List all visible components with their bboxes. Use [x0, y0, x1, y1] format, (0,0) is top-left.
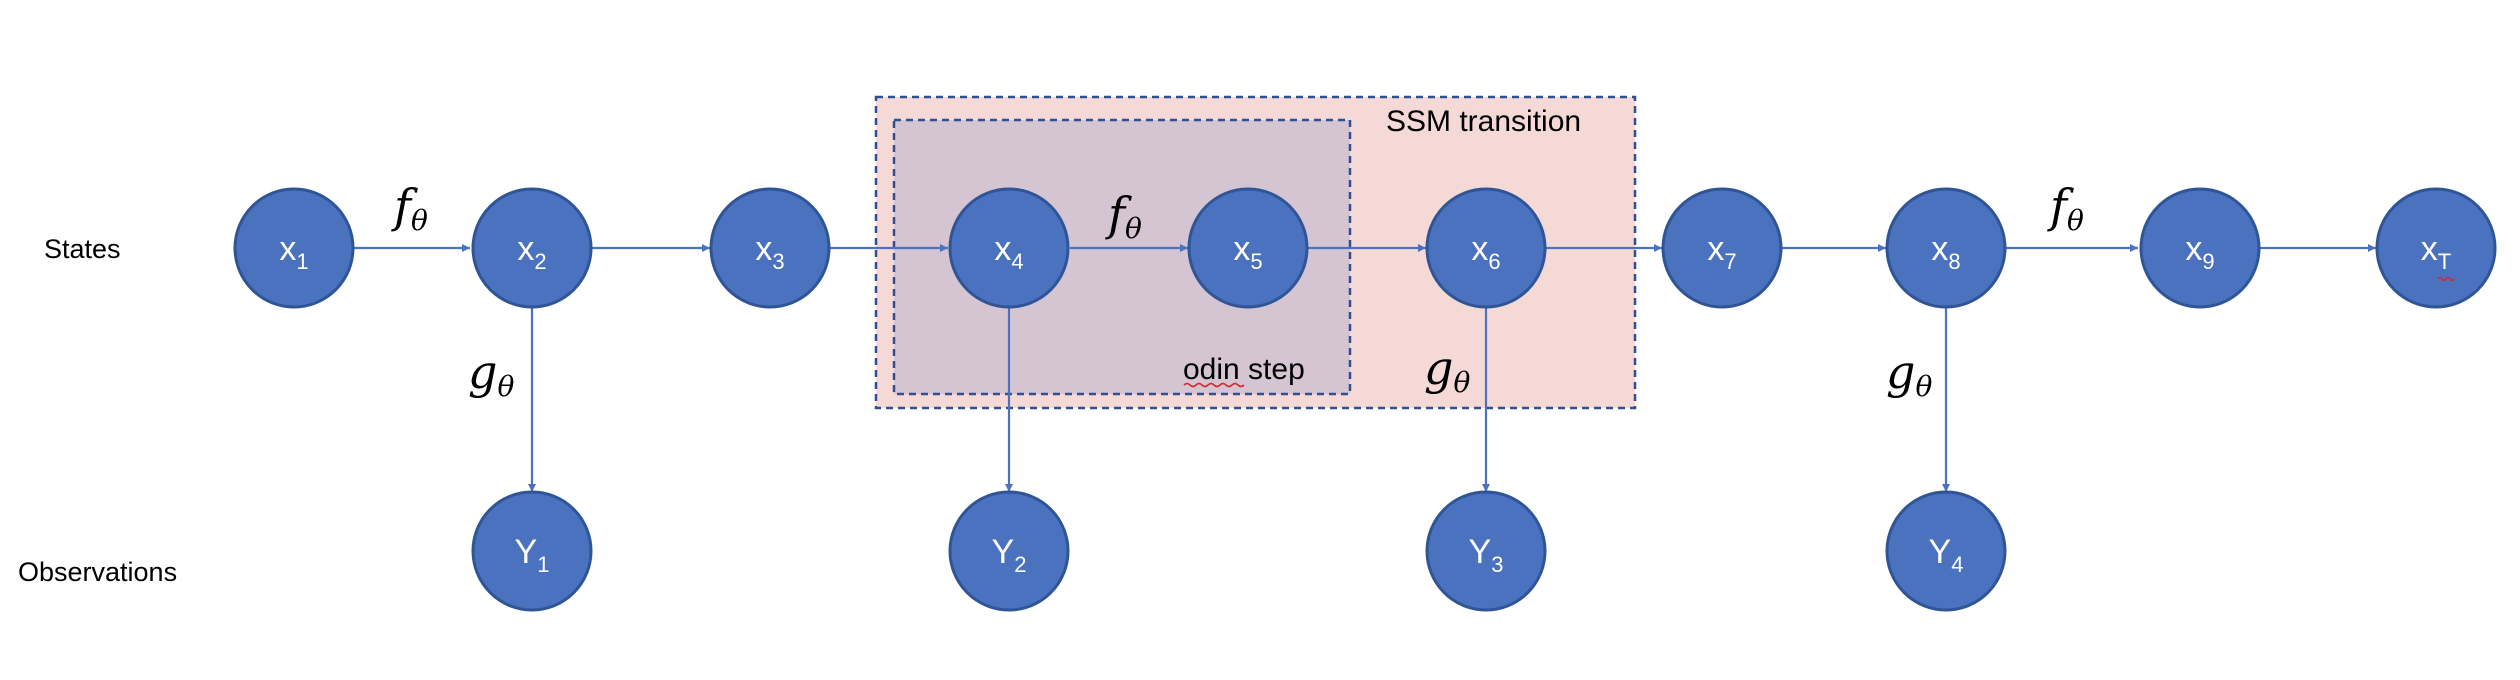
odin-step-label: odin step: [1183, 353, 1305, 386]
state-node-sub: 1: [296, 249, 308, 274]
state-node-x6: x6: [1425, 187, 1547, 309]
state-node-name: x: [1233, 230, 1250, 268]
observation-node-sub: 3: [1491, 552, 1503, 577]
svg-text:x9: x9: [2185, 230, 2214, 274]
state-node-x8: x8: [1885, 187, 2007, 309]
svg-text:x4: x4: [994, 230, 1023, 274]
g-theta-label-1: gθ: [468, 345, 514, 403]
spellcheck-underline: [2437, 276, 2455, 282]
state-node-x9: x9: [2139, 187, 2261, 309]
state-node-name: x: [1471, 230, 1488, 268]
state-node-name: x: [755, 230, 772, 268]
observation-node-sub: 2: [1014, 552, 1026, 577]
state-node-x4: x4: [948, 187, 1070, 309]
observation-node-sub: 1: [537, 552, 549, 577]
state-node-x7: x7: [1661, 187, 1783, 309]
state-node-x1: x1: [233, 187, 355, 309]
svg-text:x3: x3: [755, 230, 784, 274]
state-node-x3: x3: [709, 187, 831, 309]
state-node-sub: 8: [1948, 249, 1960, 274]
svg-text:Y4: Y4: [1929, 533, 1964, 577]
state-node-name: x: [1707, 230, 1724, 268]
observation-node-name: Y: [1929, 533, 1952, 571]
state-node-name: x: [2185, 230, 2202, 268]
svg-text:x2: x2: [517, 230, 546, 274]
g-theta-label-3: gθ: [1886, 345, 1932, 403]
observation-node-sub: 4: [1951, 552, 1963, 577]
svg-text:Y1: Y1: [515, 533, 550, 577]
svg-text:x7: x7: [1707, 230, 1736, 274]
observation-node-y3: Y3: [1425, 490, 1547, 612]
svg-text:xT: xT: [2421, 230, 2451, 274]
state-node-name: x: [1931, 230, 1948, 268]
state-node-sub: 7: [1724, 249, 1736, 274]
state-node-sub: 4: [1011, 249, 1023, 274]
state-node-sub: T: [2438, 249, 2451, 274]
state-node-sub: 3: [772, 249, 784, 274]
svg-text:x5: x5: [1233, 230, 1262, 274]
observation-node-y2: Y2: [948, 490, 1070, 612]
g-theta-label-2: gθ: [1424, 341, 1470, 399]
observation-node-name: Y: [992, 533, 1015, 571]
svg-text:Y2: Y2: [992, 533, 1027, 577]
state-node-name: x: [517, 230, 534, 268]
observation-node-y4: Y4: [1885, 490, 2007, 612]
f-theta-label-1: fθ: [391, 179, 428, 237]
observations-row-label: Observations: [18, 557, 177, 587]
state-node-name: x: [279, 230, 296, 268]
svg-text:x6: x6: [1471, 230, 1500, 274]
state-node-name: x: [2421, 230, 2438, 268]
state-node-name: x: [994, 230, 1011, 268]
svg-text:Y3: Y3: [1469, 533, 1504, 577]
ssm-transition-label: SSM transition: [1386, 105, 1581, 138]
svg-text:x8: x8: [1931, 230, 1960, 274]
emission-edges: [528, 307, 1950, 492]
spellcheck-underline-odin: [1183, 382, 1245, 388]
f-theta-label-3: fθ: [2047, 179, 2084, 237]
state-node-sub: 6: [1488, 249, 1500, 274]
state-node-sub: 9: [2202, 249, 2214, 274]
observation-node-name: Y: [515, 533, 538, 571]
observation-node-y1: Y1: [471, 490, 593, 612]
observation-node-name: Y: [1469, 533, 1492, 571]
svg-text:x1: x1: [279, 230, 308, 274]
state-node-x2: x2: [471, 187, 593, 309]
state-node-xT: xT: [2375, 187, 2497, 309]
state-node-sub: 2: [534, 249, 546, 274]
states-row-label: States: [44, 234, 121, 264]
state-node-sub: 5: [1250, 249, 1262, 274]
state-node-x5: x5: [1187, 187, 1309, 309]
